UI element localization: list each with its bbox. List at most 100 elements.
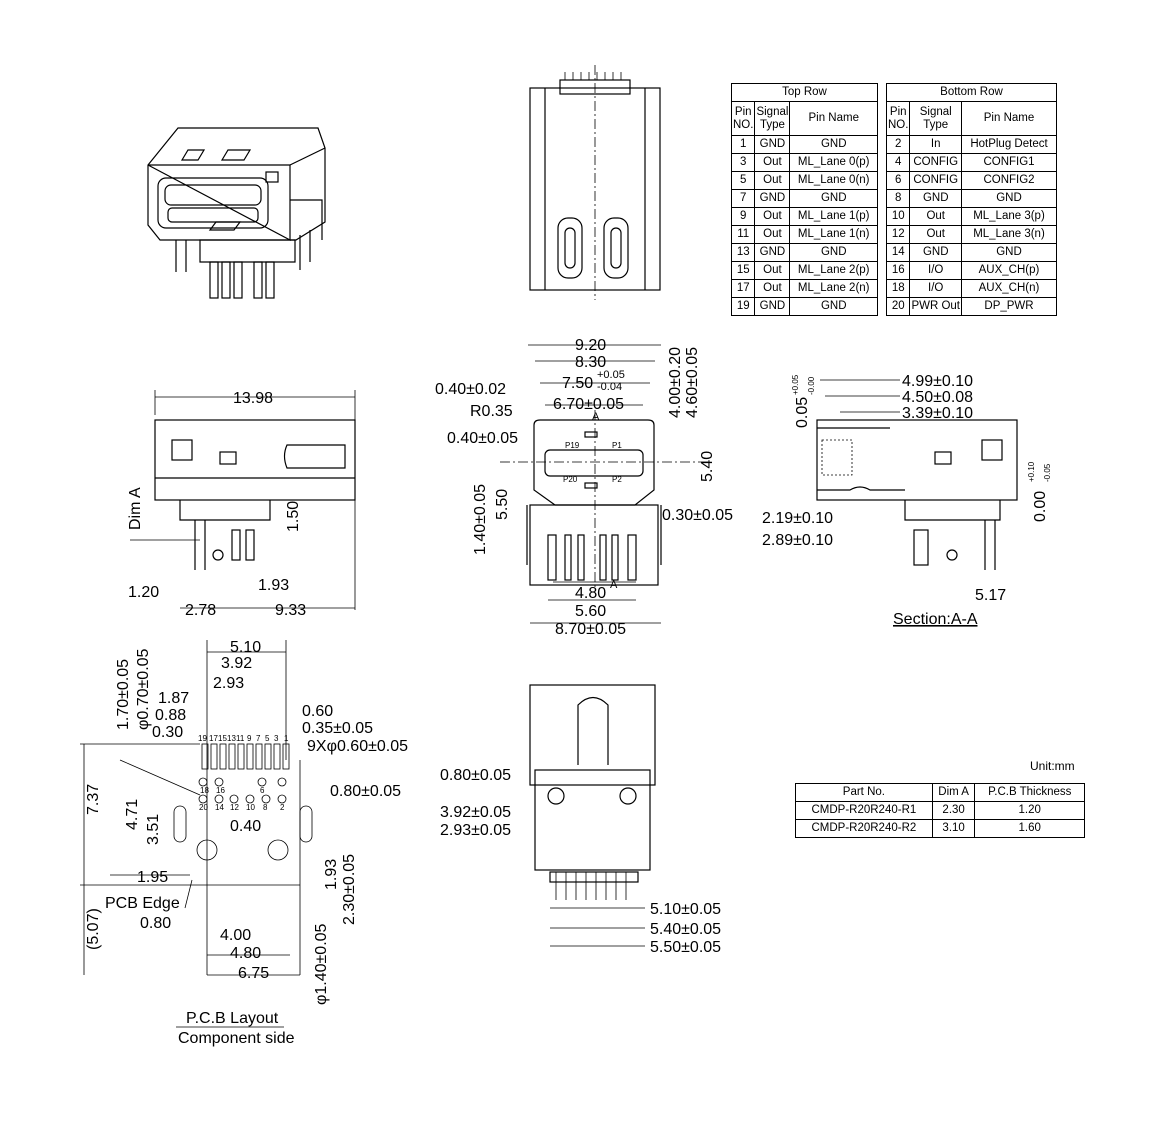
table-cell: Out bbox=[754, 207, 791, 226]
dim-label: 9.20 bbox=[575, 337, 606, 354]
table-cell: Out bbox=[754, 153, 791, 172]
table-cell: 13 bbox=[730, 243, 756, 262]
table-cell: 20 bbox=[885, 297, 911, 316]
table-cell: CMDP-R20R240-R1 bbox=[795, 801, 933, 820]
table-cell: GND bbox=[754, 297, 791, 316]
table-cell: I/O bbox=[909, 279, 962, 298]
dim-label: 5.40 bbox=[699, 451, 716, 482]
dim-label: 3.39±0.10 bbox=[902, 405, 973, 422]
table-cell: 19 bbox=[730, 297, 756, 316]
dim-label: 5.60 bbox=[575, 603, 606, 620]
table-cell: DP_PWR bbox=[961, 297, 1057, 316]
pin-number: 6 bbox=[260, 786, 265, 795]
table-cell: 11 bbox=[730, 225, 756, 244]
pin-label: P19 bbox=[565, 441, 580, 450]
dim-label: 0.30±0.05 bbox=[662, 507, 733, 524]
table-cell: I/O bbox=[909, 261, 962, 280]
dim-label: 9Xφ0.60±0.05 bbox=[307, 738, 408, 755]
column-header: Signal Type bbox=[754, 101, 791, 136]
dim-label: 1.70±0.05 bbox=[115, 659, 132, 730]
pin-number: 8 bbox=[263, 803, 268, 812]
dim-a-label: Dim A bbox=[127, 487, 144, 530]
dim-label: 2.78 bbox=[185, 602, 216, 619]
dim-label: 4.50±0.08 bbox=[902, 389, 973, 406]
table-cell: ML_Lane 3(n) bbox=[961, 225, 1057, 244]
table-cell: 14 bbox=[885, 243, 911, 262]
pin-number: 3 bbox=[274, 734, 279, 743]
pcb-layout-subtitle: Component side bbox=[178, 1030, 295, 1047]
pin-number: 5 bbox=[265, 734, 270, 743]
dim-label: 0.40±0.05 bbox=[447, 430, 518, 447]
dim-label: 4.60±0.05 bbox=[684, 347, 701, 418]
dim-label: 0.80±0.05 bbox=[440, 767, 511, 784]
dim-label: 8.70±0.05 bbox=[555, 621, 626, 638]
pin-number: 19 bbox=[198, 734, 207, 743]
pin-number: 13 bbox=[227, 734, 236, 743]
table-cell: ML_Lane 1(n) bbox=[789, 225, 878, 244]
table-cell: In bbox=[909, 135, 962, 154]
dim-label: 4.99±0.10 bbox=[902, 373, 973, 390]
dim-label: 13.98 bbox=[233, 390, 273, 407]
dim-label: φ1.40±0.05 bbox=[313, 923, 330, 1005]
dim-label: 6.70±0.05 bbox=[553, 396, 624, 413]
pin-number: 17 bbox=[209, 734, 218, 743]
column-header: Pin NO. bbox=[730, 101, 756, 136]
top-view bbox=[529, 65, 661, 300]
table-cell: Out bbox=[754, 171, 791, 190]
table-cell: 3 bbox=[730, 153, 756, 172]
part-number-table: Part No. Dim A P.C.B Thickness CMDP-R20R… bbox=[795, 783, 1085, 838]
table-cell: 1.60 bbox=[974, 819, 1085, 838]
pin-label: P1 bbox=[612, 441, 622, 450]
dim-label: 4.00 bbox=[220, 927, 251, 944]
dim-label: 0.60 bbox=[302, 703, 333, 720]
isometric-view bbox=[147, 127, 326, 299]
bottom-view: 0.80±0.05 3.92±0.05 2.93±0.05 5.10±0.05 … bbox=[440, 684, 721, 956]
table-cell: PWR Out bbox=[909, 297, 962, 316]
table-cell: ML_Lane 3(p) bbox=[961, 207, 1057, 226]
dim-label: 2.89±0.10 bbox=[762, 532, 833, 549]
table-cell: ML_Lane 1(p) bbox=[789, 207, 878, 226]
dim-label: 7.50 bbox=[562, 375, 593, 392]
table-cell: Out bbox=[754, 279, 791, 298]
dim-label: 0.35±0.05 bbox=[302, 720, 373, 737]
side-view: 13.98 Dim A 1.50 1.20 1.93 2.78 9.33 bbox=[127, 390, 356, 619]
table-cell: 17 bbox=[730, 279, 756, 298]
table-cell: CONFIG1 bbox=[961, 153, 1057, 172]
table-cell: AUX_CH(n) bbox=[961, 279, 1057, 298]
table-cell: Out bbox=[754, 225, 791, 244]
section-a-a-view: 4.99±0.10 4.50±0.08 3.39±0.10 0.05 +0.05… bbox=[762, 373, 1052, 628]
dim-label: 5.17 bbox=[975, 587, 1006, 604]
tolerance-label: -0.05 bbox=[1043, 463, 1052, 482]
dim-label: 3.92±0.05 bbox=[440, 804, 511, 821]
pin-number: 10 bbox=[246, 803, 255, 812]
dim-label: 5.10±0.05 bbox=[650, 901, 721, 918]
tolerance-label: +0.10 bbox=[1027, 461, 1036, 482]
dim-label: 1.50 bbox=[285, 501, 302, 532]
dim-label: 6.75 bbox=[238, 965, 269, 982]
dim-label: 2.19±0.10 bbox=[762, 510, 833, 527]
table-cell: 7 bbox=[730, 189, 756, 208]
table-cell: ML_Lane 2(p) bbox=[789, 261, 878, 280]
table-cell: GND bbox=[754, 135, 791, 154]
pin-number: 12 bbox=[230, 803, 239, 812]
dim-label: 1.95 bbox=[137, 869, 168, 886]
table-cell: Out bbox=[909, 225, 962, 244]
dim-label: 0.80±0.05 bbox=[330, 783, 401, 800]
